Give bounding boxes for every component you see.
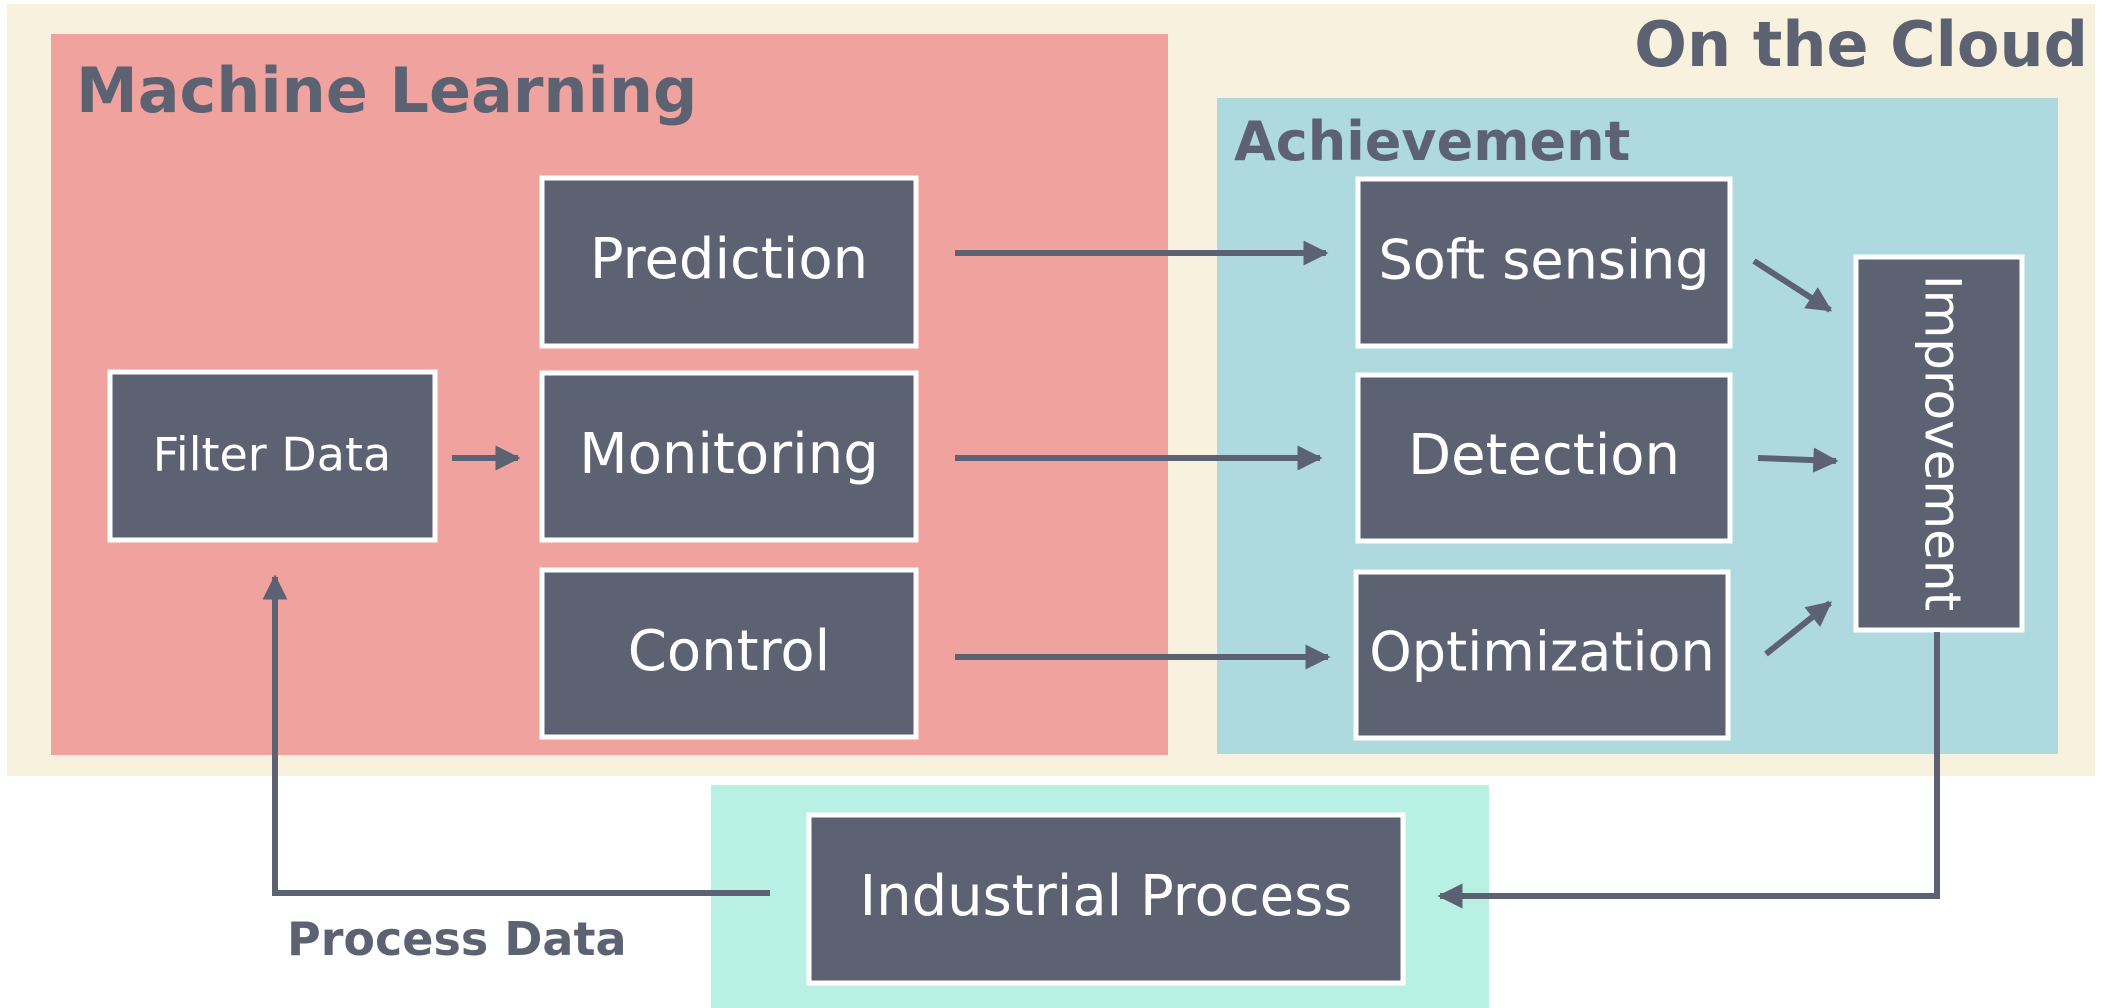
monitoring-label: Monitoring bbox=[579, 422, 878, 487]
soft-sensing-box: Soft sensing bbox=[1355, 176, 1733, 349]
improvement-box: Improvement bbox=[1853, 254, 2025, 633]
prediction-box: Prediction bbox=[539, 175, 919, 349]
process-data-label: Process Data bbox=[287, 912, 627, 966]
control-label: Control bbox=[628, 619, 830, 684]
monitoring-box: Monitoring bbox=[539, 370, 919, 543]
optimization-label: Optimization bbox=[1369, 621, 1714, 684]
detection-label: Detection bbox=[1408, 423, 1680, 488]
industrial-process-label: Industrial Process bbox=[860, 864, 1353, 929]
arrow-improvement-to-industrial-process bbox=[1437, 632, 1940, 909]
filter-data-box: Filter Data bbox=[107, 369, 438, 543]
optimization-box: Optimization bbox=[1353, 569, 1731, 741]
filter-data-label: Filter Data bbox=[153, 428, 391, 482]
arrow-soft-sensing-to-improvement bbox=[1752, 258, 1833, 313]
achievement-region-title: Achievement bbox=[1234, 110, 1630, 173]
cloud-region-title: On the Cloud bbox=[1634, 8, 2088, 81]
detection-box: Detection bbox=[1355, 372, 1733, 544]
arrow-detection-to-improvement bbox=[1757, 447, 1839, 473]
arrow-optimization-to-improvement bbox=[1764, 600, 1832, 657]
industrial-process-box: Industrial Process bbox=[806, 812, 1406, 986]
ml-region-title: Machine Learning bbox=[76, 54, 697, 127]
control-box: Control bbox=[539, 567, 919, 740]
improvement-label: Improvement bbox=[1914, 275, 1972, 611]
prediction-label: Prediction bbox=[590, 227, 868, 292]
arrow-process-data-to-filter bbox=[262, 574, 770, 896]
soft-sensing-label: Soft sensing bbox=[1379, 229, 1710, 292]
